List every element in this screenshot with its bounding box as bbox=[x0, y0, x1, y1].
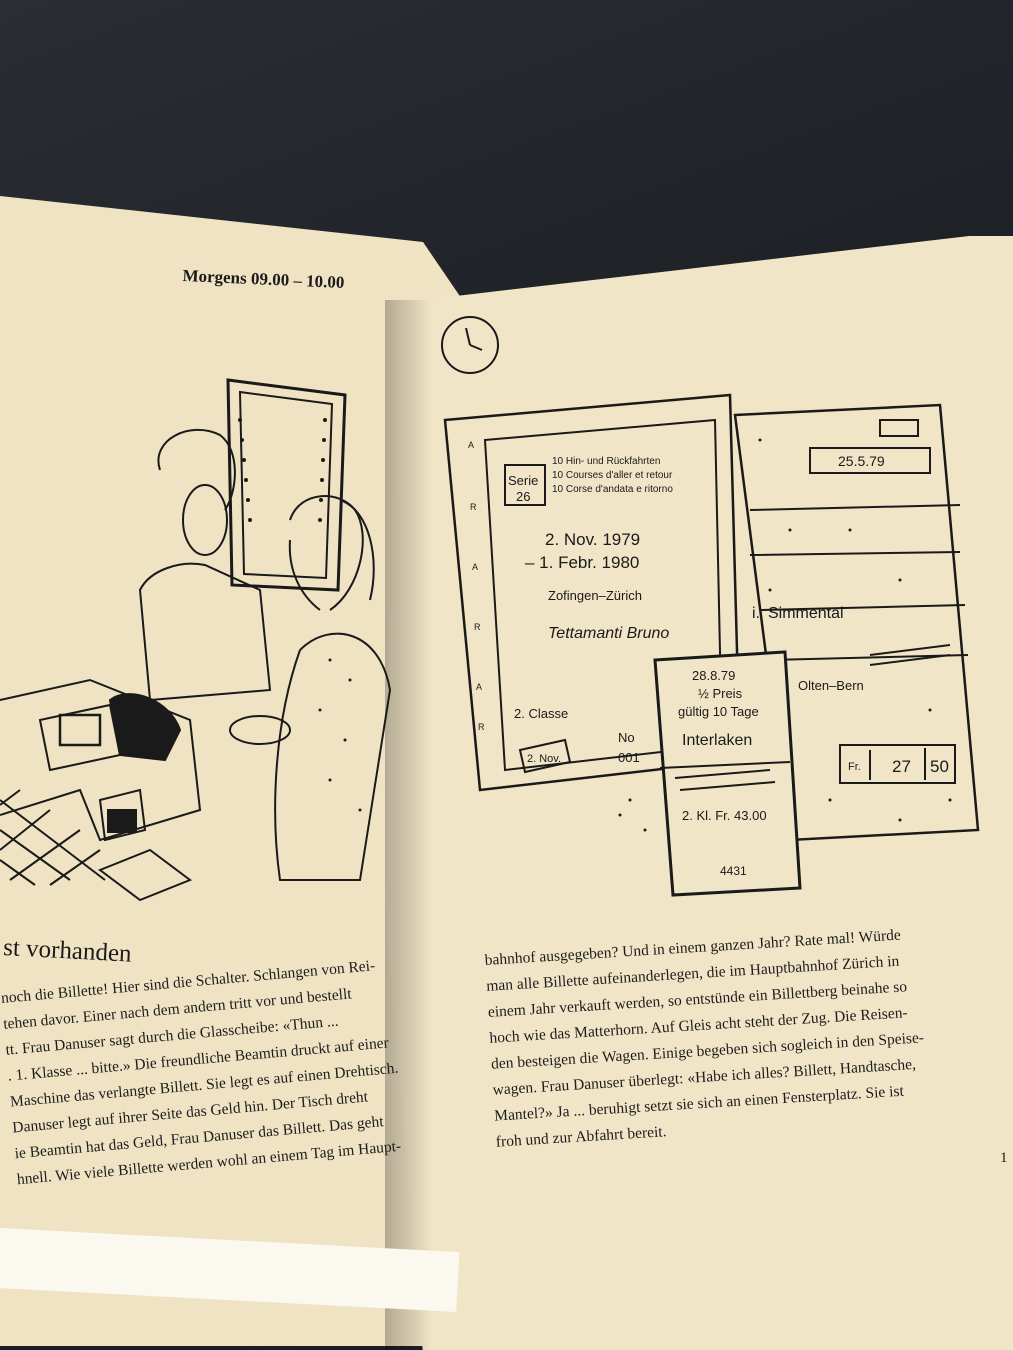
half-price: ½ Preis bbox=[698, 686, 743, 701]
date-stamp: 2. Nov. bbox=[527, 753, 561, 765]
fare-label: Fr. bbox=[848, 761, 861, 773]
fare-whole: 27 bbox=[892, 757, 911, 776]
clock-icon bbox=[441, 316, 499, 374]
book-gutter bbox=[385, 300, 465, 1350]
border-letter: R bbox=[470, 502, 477, 512]
border-letter: A bbox=[472, 562, 478, 572]
valid-to: – 1. Febr. 1980 bbox=[525, 553, 639, 572]
fare-cents: 50 bbox=[930, 757, 949, 776]
trips-line: 10 Hin- und Rückfahrten bbox=[552, 456, 660, 467]
back-ticket-route-prefix: i. bbox=[752, 605, 760, 622]
back-ticket-route: Simmental bbox=[768, 605, 844, 622]
validity: gültig 10 Tage bbox=[678, 704, 759, 719]
border-letter: A bbox=[468, 440, 474, 450]
border-letter: R bbox=[478, 722, 485, 732]
class-fare: 2. Kl. Fr. 43.00 bbox=[682, 808, 767, 823]
tickets-illustration: A R A R A R 25.5.79 i. Simmental Olten–B… bbox=[441, 316, 980, 897]
valid-from: 2. Nov. 1979 bbox=[545, 530, 640, 549]
serie-number: 26 bbox=[516, 489, 530, 504]
page-number: 1 bbox=[1000, 1150, 1008, 1166]
border-letter: R bbox=[474, 622, 481, 632]
route: Zofingen–Zürich bbox=[548, 588, 642, 603]
trips-line: 10 Courses d'aller et retour bbox=[552, 470, 673, 481]
trips-line: 10 Corse d'andata e ritorno bbox=[552, 484, 673, 495]
serial: 4431 bbox=[720, 864, 747, 878]
no-label: No bbox=[618, 730, 635, 745]
no-value: 001 bbox=[618, 750, 640, 765]
destination: Interlaken bbox=[682, 732, 752, 749]
border-letter: A bbox=[476, 682, 482, 692]
serie-label: Serie bbox=[508, 473, 538, 488]
right-page-text: bahnhof ausgegeben? Und in einem ganzen … bbox=[484, 916, 1013, 1155]
half-date: 28.8.79 bbox=[692, 668, 735, 683]
olten-bern: Olten–Bern bbox=[798, 678, 864, 693]
back-ticket-date: 25.5.79 bbox=[838, 453, 885, 469]
ticket-counter-illustration bbox=[0, 378, 392, 902]
holder-name: Tettamanti Bruno bbox=[548, 625, 669, 642]
class-label: 2. Classe bbox=[514, 706, 568, 721]
left-page-text: noch die Billette! Hier sind die Schalte… bbox=[0, 945, 486, 1193]
